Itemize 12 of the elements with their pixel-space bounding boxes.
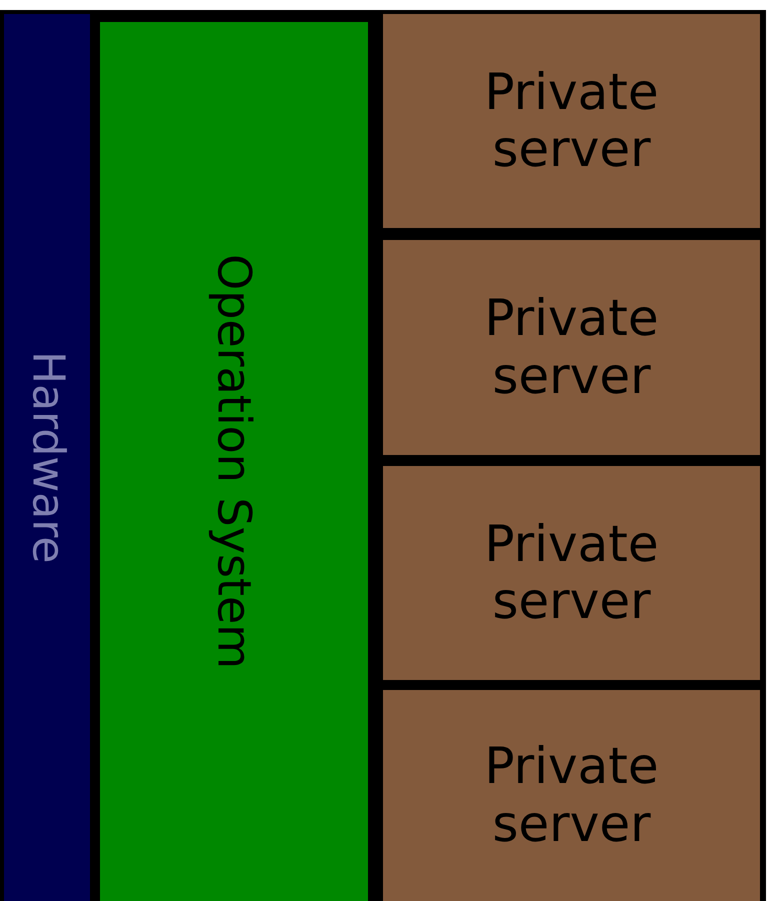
server-label: Private server xyxy=(483,290,660,405)
server-box xyxy=(383,690,760,901)
server-label: Private server xyxy=(483,516,660,630)
server-label: Private server xyxy=(483,738,660,853)
layer-label: Operation System xyxy=(208,254,260,670)
server-box xyxy=(383,14,760,228)
os-layer xyxy=(100,22,368,901)
server-label: Private server xyxy=(483,64,660,178)
server-box xyxy=(383,240,760,455)
layer-label: Hardware xyxy=(22,351,72,564)
hardware-layer xyxy=(4,14,90,901)
server-box xyxy=(383,466,760,680)
